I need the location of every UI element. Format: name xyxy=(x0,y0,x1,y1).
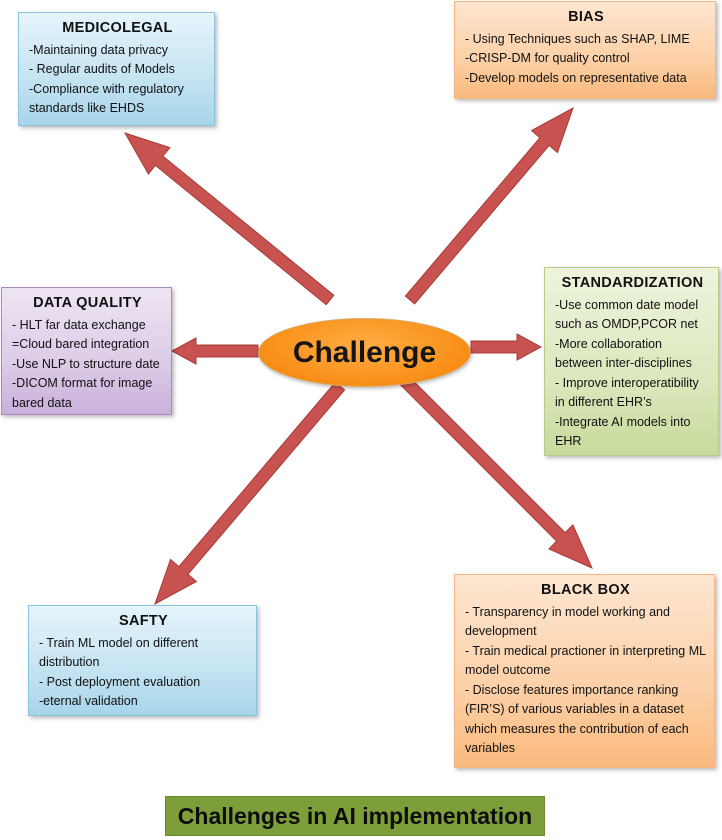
standardization-list: -Use common date model such as OMDP,PCOR… xyxy=(555,296,710,452)
list-item: - Train medical practioner in interpreti… xyxy=(465,643,706,678)
standardization-box: STANDARDIZATION -Use common date model s… xyxy=(544,267,719,456)
list-item: - Disclose features importance ranking (… xyxy=(465,682,689,756)
list-item: -Use NLP to structure date xyxy=(12,356,160,371)
list-item: =Cloud bared integration xyxy=(12,337,150,351)
list-item: - Improve interoperatibility in differen… xyxy=(555,375,699,410)
list-item: - HLT far data exchange xyxy=(12,317,146,332)
bias-list: - Using Techniques such as SHAP, LIME -C… xyxy=(465,30,707,89)
list-item: -CRISP-DM for quality control xyxy=(465,51,630,65)
list-item: - Post deployment evaluation xyxy=(39,674,201,689)
black-box-list: - Transparency in model working and deve… xyxy=(465,603,706,759)
data-quality-list: - HLT far data exchange =Cloud bared int… xyxy=(12,316,163,414)
list-item: -DICOM format for image bared data xyxy=(12,376,153,410)
list-item: -Compliance with regulatory standards li… xyxy=(29,81,184,116)
standardization-title: STANDARDIZATION xyxy=(561,275,704,291)
medicolegal-box: MEDICOLEGAL -Maintaining data privacy - … xyxy=(18,12,215,126)
figure-caption: Challenges in AI implementation xyxy=(165,796,545,836)
arrow-to-black-box xyxy=(399,375,593,569)
list-item: -Develop models on representative data xyxy=(465,70,687,85)
list-item: - Regular audits of Models xyxy=(29,62,175,76)
data-quality-title: DATA QUALITY xyxy=(33,295,142,311)
data-quality-box: DATA QUALITY - HLT far data exchange =Cl… xyxy=(1,287,172,415)
bias-box: BIAS - Using Techniques such as SHAP, LI… xyxy=(454,1,716,99)
list-item: -Use common date model such as OMDP,PCOR… xyxy=(555,297,699,332)
list-item: - Train ML model on different distributi… xyxy=(39,635,199,670)
list-item: -Maintaining data privacy xyxy=(29,42,168,57)
arrow-to-medicolegal xyxy=(123,132,335,306)
bias-title: BIAS xyxy=(568,9,604,25)
arrow-to-data-quality xyxy=(170,337,259,365)
list-item: - Using Techniques such as SHAP, LIME xyxy=(465,31,690,46)
safety-list: - Train ML model on different distributi… xyxy=(39,634,248,712)
black-box-box: BLACK BOX - Transparency in model workin… xyxy=(454,574,715,768)
safety-title: SAFTY xyxy=(118,613,169,629)
medicolegal-list: -Maintaining data privacy - Regular audi… xyxy=(29,41,206,119)
arrow-to-bias xyxy=(404,106,574,305)
safety-box: SAFTY - Train ML model on different dist… xyxy=(28,605,257,716)
black-box-title: BLACK BOX xyxy=(541,582,630,598)
medicolegal-title: MEDICOLEGAL xyxy=(62,20,173,36)
arrow-to-safety xyxy=(154,381,346,606)
list-item: -More collaboration between inter-discip… xyxy=(555,336,692,371)
list-item: -eternal validation xyxy=(39,694,138,708)
list-item: - Transparency in model working and deve… xyxy=(465,604,670,639)
list-item: -Integrate AI models into EHR xyxy=(555,414,691,449)
challenge-ellipse: Challenge xyxy=(258,318,471,387)
arrow-to-standardization xyxy=(470,333,543,361)
